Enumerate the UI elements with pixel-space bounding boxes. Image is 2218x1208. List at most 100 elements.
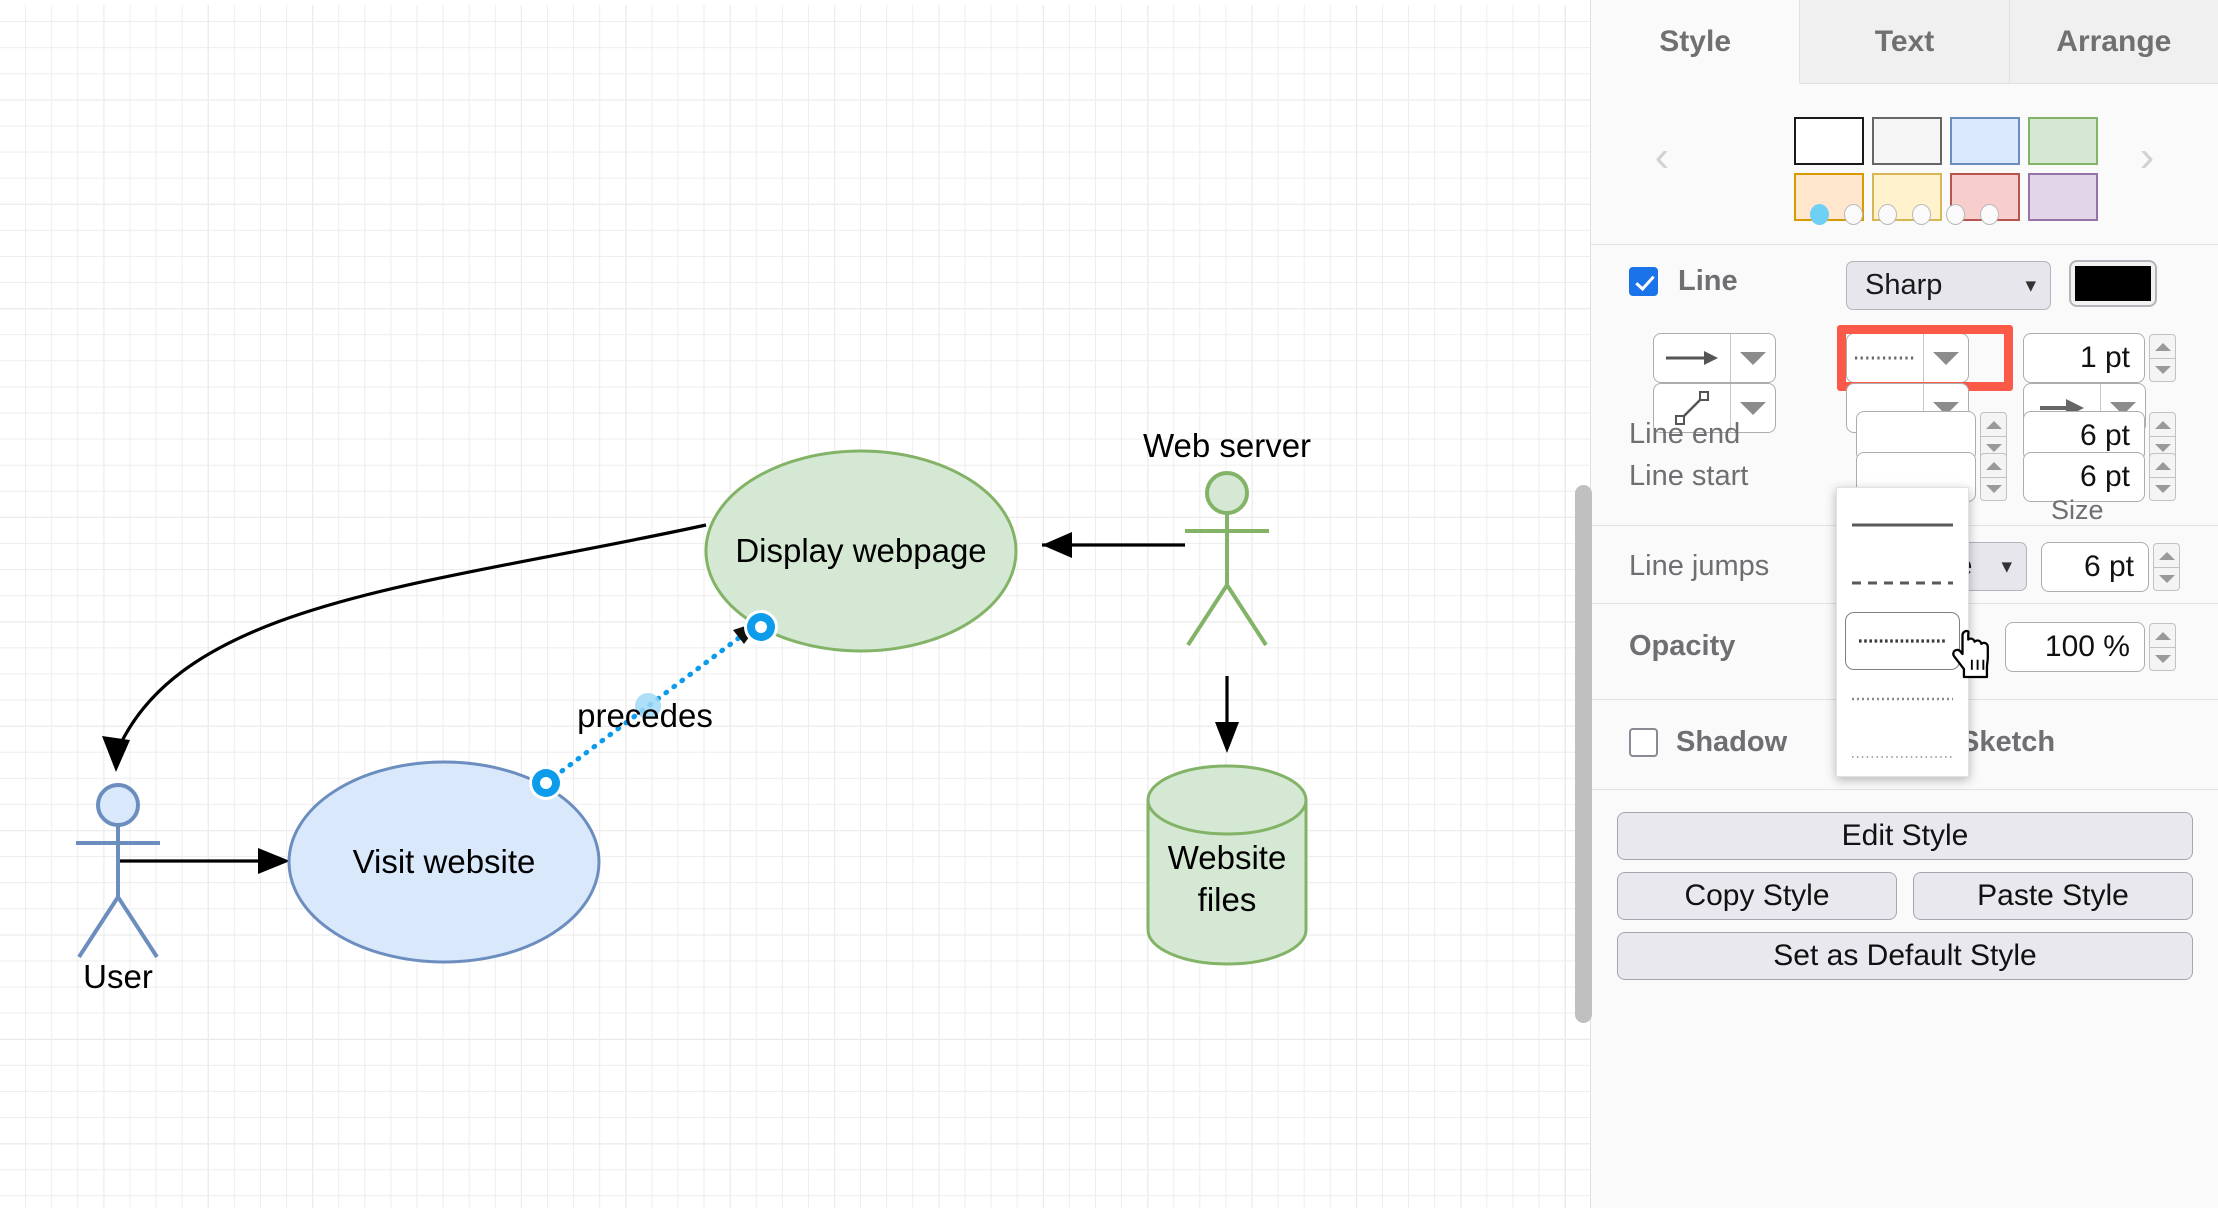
line-enable-row: Line xyxy=(1629,265,1738,298)
arrow-right-icon xyxy=(1654,334,1730,382)
node-web-server[interactable] xyxy=(1185,471,1269,647)
node-label-website-files-line2: files xyxy=(1198,881,1257,918)
line-width-decrease[interactable] xyxy=(2149,358,2176,382)
line-start-size-stepper[interactable] xyxy=(2149,452,2176,502)
node-user[interactable] xyxy=(76,783,160,959)
diagram-svg: Display webpage Visit website Website fi… xyxy=(76,427,1311,995)
opacity-increase[interactable] xyxy=(2149,623,2176,647)
set-as-default-style-button[interactable]: Set as Default Style xyxy=(1617,932,2193,980)
edge-server-to-display[interactable] xyxy=(1042,532,1185,558)
style-picker-dot-1[interactable] xyxy=(1810,204,1829,225)
line-start-label: Line start xyxy=(1629,460,1749,492)
line-start-size-decrease[interactable] xyxy=(2149,477,2176,501)
tab-style[interactable]: Style xyxy=(1591,0,1801,84)
tab-text[interactable]: Text xyxy=(1800,0,2010,83)
shadow-toggle[interactable]: Shadow xyxy=(1629,726,1787,759)
line-style-button[interactable] xyxy=(1846,333,1969,383)
edit-style-button[interactable]: Edit Style xyxy=(1617,812,2193,860)
line-style-option-dotted-medium[interactable] xyxy=(1837,670,1968,728)
diagram-canvas[interactable]: Display webpage Visit website Website fi… xyxy=(0,0,1590,1208)
node-visit-website[interactable] xyxy=(287,760,601,964)
edge-endpoint-handle-source xyxy=(529,766,563,800)
diagonal-line-icon xyxy=(1654,384,1730,432)
style-picker-dot-4[interactable] xyxy=(1912,204,1931,225)
line-section: Line Sharp ▾ xyxy=(1591,245,2218,526)
line-jumps-size-decrease[interactable] xyxy=(2153,567,2180,591)
line-jumps-size-increase[interactable] xyxy=(2153,543,2180,567)
style-picker-dot-3[interactable] xyxy=(1878,204,1897,225)
style-swatch-1[interactable] xyxy=(1872,117,1942,165)
node-website-files[interactable] xyxy=(1146,764,1308,966)
line-jumps-size-field: 6 pt xyxy=(2041,542,2180,592)
copy-style-button[interactable]: Copy Style xyxy=(1617,872,1897,920)
node-label-website-files-line1: Website xyxy=(1168,839,1287,876)
chevron-left-icon[interactable]: ‹ xyxy=(1654,132,1670,181)
line-start-spacing-decrease[interactable] xyxy=(1980,477,2007,501)
arrow-style-dropdown-caret[interactable] xyxy=(1731,334,1775,382)
style-picker-dot-5[interactable] xyxy=(1946,204,1965,225)
line-style-option-dotted-bold[interactable] xyxy=(1845,612,1960,670)
line-shape-select[interactable]: Sharp ▾ xyxy=(1846,261,2051,310)
line-start-spacing-increase[interactable] xyxy=(1980,453,2007,477)
opacity-decrease[interactable] xyxy=(2149,647,2176,671)
opacity-section: Opacity 100 % xyxy=(1591,604,2218,700)
line-jumps-label: Line jumps xyxy=(1629,550,1770,582)
line-width-stepper[interactable] xyxy=(2149,333,2176,383)
edge-waypoint-dropdown-caret[interactable] xyxy=(1731,384,1775,432)
line-width-field: 1 pt xyxy=(2023,333,2176,383)
line-color-button[interactable] xyxy=(2069,260,2157,307)
style-swatch-7[interactable] xyxy=(2028,173,2098,221)
dotted-line-icon xyxy=(1847,334,1923,382)
edge-endpoint-handle-target xyxy=(744,610,778,644)
shadow-checkbox[interactable] xyxy=(1629,728,1658,757)
line-color-swatch xyxy=(2075,266,2151,301)
paste-style-button[interactable]: Paste Style xyxy=(1913,872,2193,920)
line-checkbox-label: Line xyxy=(1678,265,1738,297)
edge-server-to-files[interactable] xyxy=(1215,676,1239,753)
line-checkbox[interactable] xyxy=(1629,267,1658,296)
edge-user-to-visit[interactable] xyxy=(118,848,290,874)
node-label-user: User xyxy=(83,958,153,995)
line-start-spacing-stepper[interactable] xyxy=(1980,452,2007,502)
style-picker-dot-6[interactable] xyxy=(1980,204,1999,225)
panel-tabs: Style Text Arrange xyxy=(1591,0,2218,84)
line-style-option-dotted-fine[interactable] xyxy=(1837,728,1968,786)
line-arrow-style-button[interactable] xyxy=(1653,333,1776,383)
tab-arrange-label: Arrange xyxy=(2056,24,2172,58)
format-panel: Style Text Arrange ‹ › xyxy=(1575,0,2218,1208)
style-preset-picker: ‹ › xyxy=(1591,84,2218,245)
line-jumps-size-input[interactable]: 6 pt xyxy=(2041,542,2149,592)
style-swatch-3[interactable] xyxy=(2028,117,2098,165)
line-width-increase[interactable] xyxy=(2149,334,2176,358)
opacity-stepper[interactable] xyxy=(2149,622,2176,672)
tab-text-label: Text xyxy=(1874,24,1935,58)
style-swatch-2[interactable] xyxy=(1950,117,2020,165)
style-picker-dot-2[interactable] xyxy=(1844,204,1863,225)
node-label-web-server: Web server xyxy=(1143,427,1311,464)
line-end-size-increase[interactable] xyxy=(2149,412,2176,436)
line-end-spacing-increase[interactable] xyxy=(1980,412,2007,436)
panel-scrollbar[interactable] xyxy=(1575,485,1592,1023)
style-swatch-0[interactable] xyxy=(1794,117,1864,165)
chevron-down-icon: ▾ xyxy=(2001,555,2012,578)
line-jumps-size-stepper[interactable] xyxy=(2153,542,2180,592)
opacity-field: 100 % xyxy=(2005,622,2176,672)
node-display-webpage[interactable] xyxy=(704,449,1018,653)
chevron-down-icon: ▾ xyxy=(2025,274,2036,297)
tab-arrange[interactable]: Arrange xyxy=(2009,0,2218,83)
line-width-input[interactable]: 1 pt xyxy=(2023,333,2145,383)
edge-visit-precedes-display[interactable] xyxy=(529,610,778,800)
line-style-dropdown-caret[interactable] xyxy=(1924,334,1968,382)
line-start-size-input[interactable]: 6 pt xyxy=(2023,452,2145,502)
line-end-size-stepper[interactable] xyxy=(2149,411,2176,461)
edge-display-to-user[interactable] xyxy=(102,523,707,772)
opacity-input[interactable]: 100 % xyxy=(2005,622,2145,672)
line-style-dropdown-popup[interactable] xyxy=(1836,487,1969,777)
line-start-size-increase[interactable] xyxy=(2149,453,2176,477)
chevron-right-icon[interactable]: › xyxy=(2139,132,2155,181)
line-style-option-dashed[interactable] xyxy=(1837,554,1968,612)
edge-waypoint-style-button[interactable] xyxy=(1653,383,1776,433)
canvas-top-edge xyxy=(0,0,1590,5)
line-style-option-solid[interactable] xyxy=(1837,496,1968,554)
